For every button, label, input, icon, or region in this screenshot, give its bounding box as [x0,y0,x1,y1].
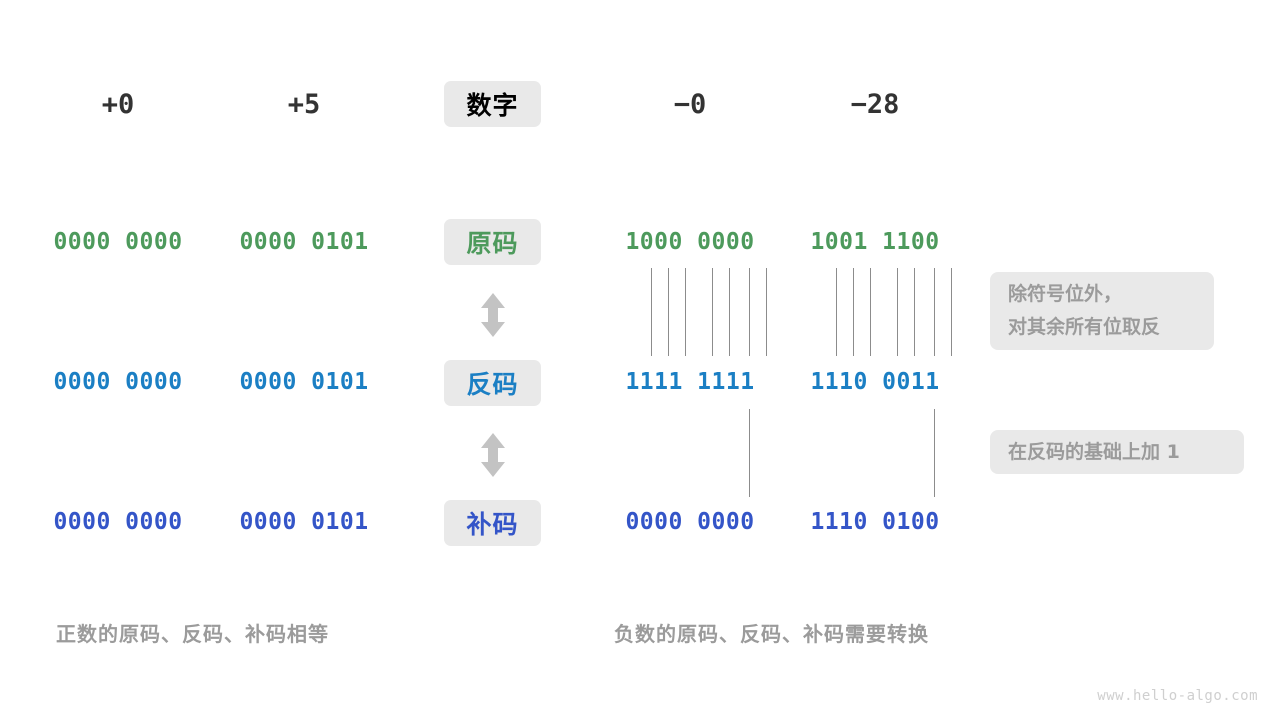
note-invert-bits: 除符号位外， 对其余所有位取反 [990,272,1214,350]
row-header-pill-ones-complement: 反码 [444,360,541,406]
carry-connector-line [934,409,935,497]
note-add-one: 在反码的基础上加 1 [990,430,1244,474]
twos-complement-value-minus-twentyeight: 1110 0100 [810,509,940,535]
bit-connector-line [934,268,935,356]
bit-connector-line [685,268,686,356]
caption-negative-numbers: 负数的原码、反码、补码需要转换 [614,622,929,646]
bit-connector-line [914,268,915,356]
note-invert-bits-line1: 除符号位外， [1008,283,1123,305]
twos-complement-value-plus-zero: 0000 0000 [53,509,183,535]
bit-connector-line [651,268,652,356]
ones-complement-value-minus-zero: 1111 1111 [625,369,755,395]
bit-connector-line [870,268,871,356]
sign-magnitude-value-plus-zero: 0000 0000 [53,229,183,255]
header-number-minus-zero: −0 [673,88,707,120]
twos-complement-value-plus-five: 0000 0101 [239,509,369,535]
note-add-one-line1: 在反码的基础上加 1 [1008,440,1180,463]
header-number-minus-twentyeight: −28 [850,88,900,120]
ones-complement-value-plus-zero: 0000 0000 [53,369,183,395]
bit-connector-line [729,268,730,356]
caption-positive-numbers: 正数的原码、反码、补码相等 [56,622,329,646]
bit-connector-line [897,268,898,356]
double-arrow-vertical-icon-lower [478,431,508,479]
twos-complement-value-minus-zero: 0000 0000 [625,509,755,535]
bit-connector-line [766,268,767,356]
bit-connector-line [951,268,952,356]
header-number-plus-five: +5 [287,88,321,120]
bit-connector-line [836,268,837,356]
double-arrow-vertical-icon-upper [478,291,508,339]
ones-complement-value-minus-twentyeight: 1110 0011 [810,369,940,395]
row-header-pill-twos-complement: 补码 [444,500,541,546]
sign-magnitude-value-minus-zero: 1000 0000 [625,229,755,255]
sign-magnitude-value-minus-twentyeight: 1001 1100 [810,229,940,255]
bit-connector-line [712,268,713,356]
bit-connector-line [668,268,669,356]
bit-connector-line [853,268,854,356]
note-invert-bits-line2: 对其余所有位取反 [1008,316,1161,338]
row-header-pill-number: 数字 [444,81,541,127]
site-watermark: www.hello-algo.com [1097,688,1258,704]
sign-magnitude-value-plus-five: 0000 0101 [239,229,369,255]
row-header-pill-sign-magnitude: 原码 [444,219,541,265]
carry-connector-line [749,409,750,497]
ones-complement-value-plus-five: 0000 0101 [239,369,369,395]
bit-connector-line [749,268,750,356]
header-number-plus-zero: +0 [101,88,135,120]
